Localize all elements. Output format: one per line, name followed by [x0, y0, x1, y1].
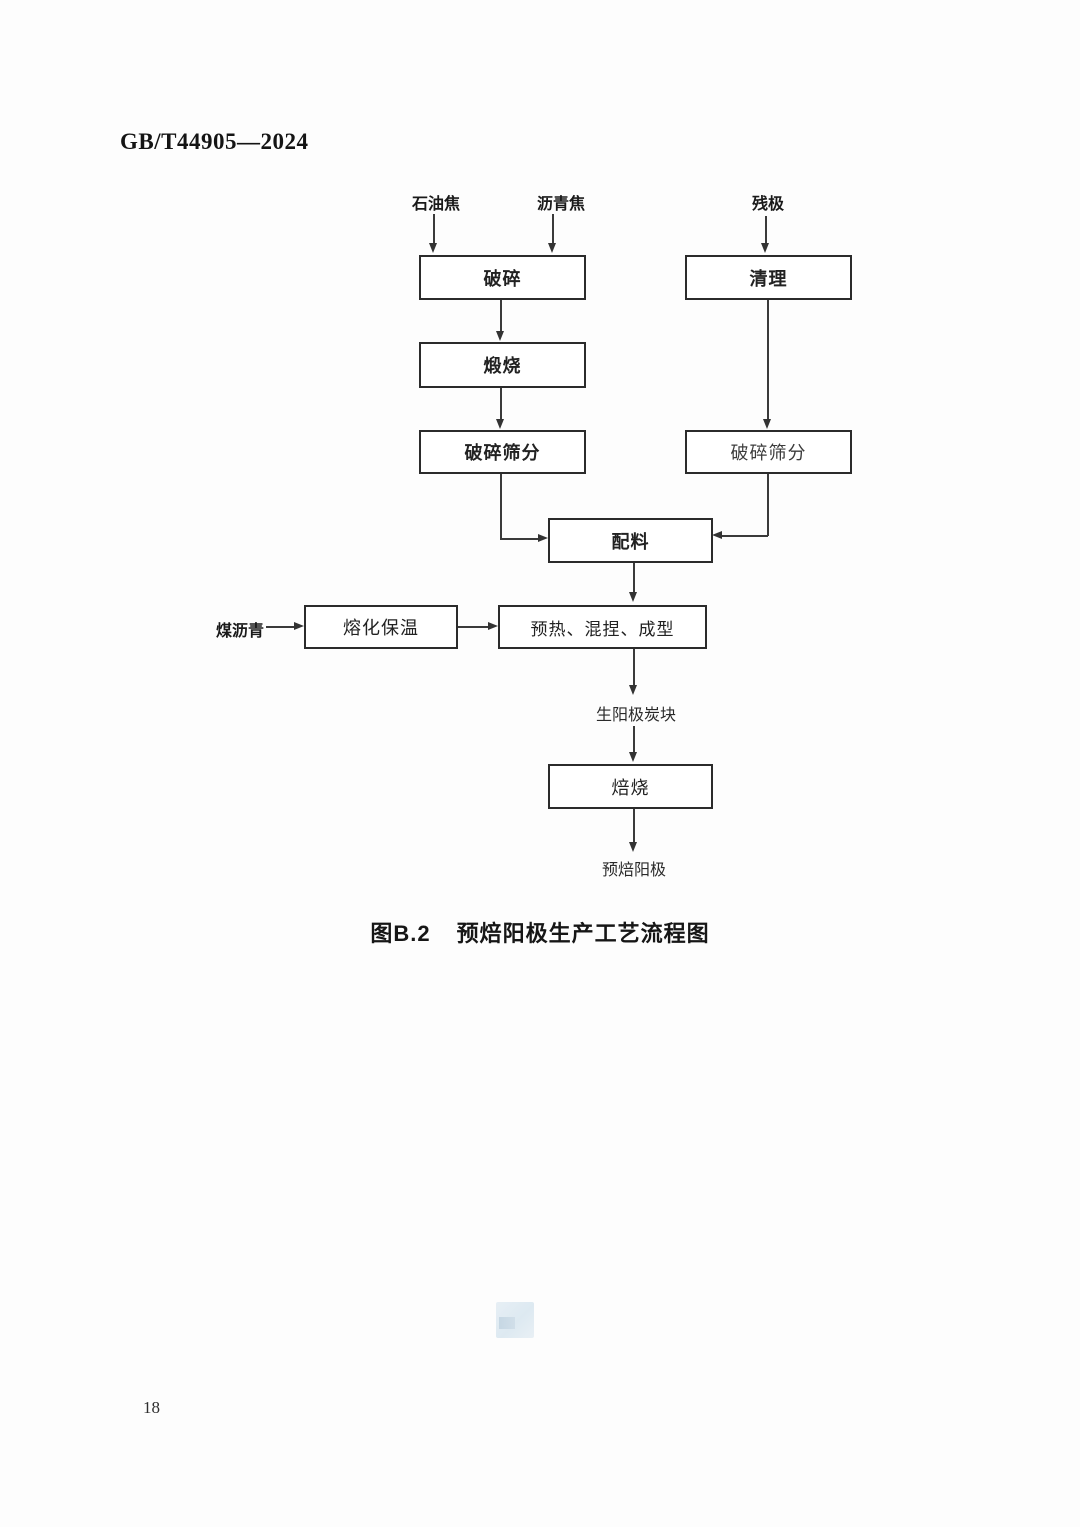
label-anode-butts: 残极 [751, 196, 785, 213]
arrowhead-down-icon [629, 842, 637, 852]
flow-arrow-line [633, 649, 635, 685]
arrowhead-right-icon [488, 622, 498, 630]
arrowhead-down-icon [548, 243, 556, 253]
arrowhead-down-icon [761, 243, 769, 253]
watermark-glyph [499, 1317, 515, 1329]
flow-box-label: 煅烧 [483, 356, 522, 376]
flow-box-calcination: 煅烧 [419, 342, 586, 388]
arrowhead-down-icon [763, 419, 771, 429]
arrowhead-right-icon [538, 534, 548, 542]
arrowhead-down-icon [496, 419, 504, 429]
flow-box-label: 清理 [749, 268, 788, 289]
flow-box-batching: 配料 [548, 518, 713, 563]
label-coal-pitch: 煤沥青 [215, 623, 265, 640]
flow-elbow-line [722, 535, 768, 537]
flow-box-label: 熔化保温 [343, 618, 419, 638]
flow-box-label: 破碎筛分 [730, 443, 807, 463]
flow-box-label: 预热、混捏、成型 [530, 619, 675, 639]
flow-box-label: 焙烧 [611, 777, 650, 798]
arrowhead-down-icon [429, 243, 437, 253]
flow-arrow-line [458, 626, 489, 628]
arrowhead-down-icon [629, 592, 637, 602]
flow-box-crushing-screening-right: 破碎筛分 [685, 430, 852, 474]
flow-elbow-line [500, 538, 539, 540]
watermark-logo [496, 1302, 534, 1338]
flow-box-preheating-kneading-forming: 预热、混捏、成型 [498, 605, 707, 649]
flow-box-label: 配料 [611, 531, 650, 552]
flow-elbow-line [500, 474, 502, 539]
flow-arrow-line [767, 300, 769, 419]
flow-box-crushing: 破碎 [419, 255, 586, 300]
flow-arrow-line [552, 214, 554, 244]
figure-number: 图B.2 [370, 921, 431, 946]
flow-arrow-line [633, 563, 635, 593]
label-green-anode-block: 生阳极炭块 [595, 707, 677, 724]
standard-number-header: GB/T44905—2024 [120, 129, 309, 154]
flow-arrow-line [765, 216, 767, 244]
label-petroleum-coke: 石油焦 [411, 196, 461, 213]
flow-box-melting-holding: 熔化保温 [304, 605, 458, 649]
flow-elbow-line [767, 474, 769, 536]
arrowhead-down-icon [629, 685, 637, 695]
page-number: 18 [143, 1398, 160, 1417]
flow-box-label: 破碎 [483, 268, 522, 289]
flow-box-crushing-screening-left: 破碎筛分 [419, 430, 586, 474]
label-pitch-coke: 沥青焦 [536, 196, 586, 213]
flow-arrow-line [433, 214, 435, 244]
arrowhead-down-icon [629, 752, 637, 762]
arrowhead-right-icon [294, 622, 304, 630]
flow-arrow-line [500, 388, 502, 419]
flow-arrow-line [266, 626, 295, 628]
figure-title: 预焙阳极生产工艺流程图 [456, 921, 710, 946]
figure-caption: 图B.2 预焙阳极生产工艺流程图 [370, 916, 709, 948]
flow-arrow-line [633, 809, 635, 842]
flow-box-label: 破碎筛分 [464, 443, 541, 463]
flow-box-baking: 焙烧 [548, 764, 713, 809]
label-prebaked-anode: 预焙阳极 [601, 862, 667, 879]
flow-arrow-line [633, 726, 635, 752]
flow-box-cleaning: 清理 [685, 255, 852, 300]
flow-arrow-line [500, 300, 502, 331]
arrowhead-left-icon [712, 531, 722, 539]
arrowhead-down-icon [496, 331, 504, 341]
